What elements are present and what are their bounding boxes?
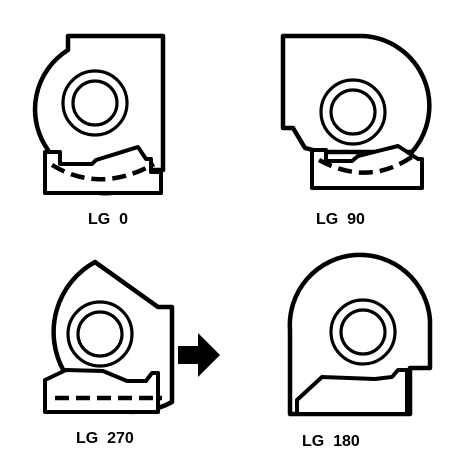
fan-lg180-inlet-outer — [329, 298, 397, 366]
fan-lg180 — [287, 252, 433, 417]
fan-lg0-dashed-scroll — [50, 162, 156, 182]
fan-lg90-inlet-outer — [319, 78, 387, 146]
fan-lg180-base — [295, 368, 409, 416]
label-lg0: LG 0 — [88, 211, 128, 228]
fan-lg0-base — [43, 145, 163, 195]
right-arrow-icon — [178, 333, 220, 377]
fan-lg90-dashed-scroll — [317, 152, 418, 175]
fan-lg180-housing — [287, 252, 433, 417]
fan-lg0 — [32, 33, 166, 196]
fan-lg0-inlet-outer — [61, 69, 129, 137]
fan-lg90 — [280, 33, 432, 190]
fan-lg90-base — [310, 144, 424, 190]
fan-lg270-base — [43, 368, 160, 414]
fan-lg270 — [43, 259, 175, 415]
label-lg90: LG 90 — [316, 211, 365, 228]
fan-lg270-inlet-outer — [66, 300, 134, 368]
label-lg270: LG 270 — [76, 430, 134, 447]
fan-lg90-housing — [280, 33, 432, 155]
label-lg180: LG 180 — [302, 433, 360, 450]
fan-lg270-inlet-inner — [76, 310, 124, 358]
fan-lg180-inlet-inner — [339, 308, 387, 356]
fan-lg90-inlet-inner — [329, 88, 377, 136]
fan-lg0-inlet-inner — [71, 79, 119, 127]
